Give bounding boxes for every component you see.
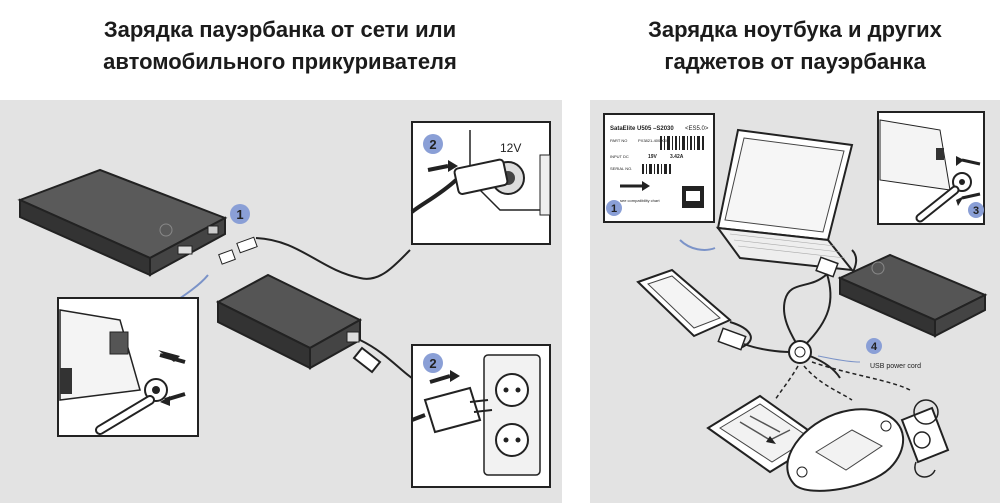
- usb-cable-reel-illustration: [717, 256, 841, 379]
- powerbank-right-illustration: [837, 253, 988, 338]
- step-badge-2-wall: 2: [423, 353, 443, 373]
- svg-text:SERIAL NO.: SERIAL NO.: [610, 166, 632, 171]
- left-caption: Зарядка пауэрбанка от сети или автомобил…: [0, 14, 560, 78]
- svg-text:4: 4: [871, 341, 878, 353]
- svg-text:12V: 12V: [500, 141, 521, 155]
- step-badge-1: 1: [230, 204, 250, 224]
- usb-power-cord-callout: 4 USB power cord: [817, 338, 921, 370]
- left-caption-line-2: автомобильного прикуривателя: [103, 49, 457, 74]
- inset-car-socket: 12V 2: [410, 121, 551, 245]
- laptop-illustration: [715, 128, 858, 281]
- right-caption-line-2: гаджетов от пауэрбанка: [664, 49, 926, 74]
- svg-text:1: 1: [611, 203, 617, 215]
- svg-text:3.42A: 3.42A: [670, 154, 684, 160]
- inset-wall-outlet: 2: [411, 344, 551, 488]
- left-caption-line-1: Зарядка пауэрбанка от сети или: [103, 17, 457, 42]
- svg-text:2: 2: [429, 356, 436, 371]
- right-illustration: SataElite U505 –S2030 <ES5.0> PART NO PX…: [603, 111, 988, 492]
- right-illustration-panel: SataElite U505 –S2030 <ES5.0> PART NO PX…: [590, 100, 1000, 503]
- label-to-laptop-arrow-icon: [679, 239, 716, 251]
- svg-text:3: 3: [973, 205, 979, 217]
- svg-text:see compatibility chart: see compatibility chart: [620, 198, 660, 203]
- smartphone-illustration: [636, 268, 752, 349]
- game-console-illustration: [786, 408, 904, 492]
- svg-text:<ES5.0>: <ES5.0>: [685, 126, 709, 132]
- gadget-arrows: [774, 361, 911, 401]
- laptop-label-card: SataElite U505 –S2030 <ES5.0> PART NO PX…: [603, 113, 715, 223]
- inset-laptop-port: 3: [877, 111, 985, 225]
- right-caption: Зарядка ноутбука и других гаджетов от па…: [590, 14, 1000, 78]
- step-badge-3: 3: [968, 202, 984, 218]
- left-illustration: 1 12V: [17, 121, 551, 488]
- step-badge-2-car: 2: [423, 134, 443, 154]
- ac-adapter-illustration: [215, 273, 413, 379]
- powerbank-illustration: [17, 168, 228, 277]
- barcode-graphic: [642, 136, 704, 174]
- adapter-plug-illustration: [218, 236, 411, 280]
- right-caption-line-1: Зарядка ноутбука и других: [648, 17, 942, 42]
- svg-text:PX3821-400000: PX3821-400000: [638, 138, 668, 143]
- svg-text:USB power cord: USB power cord: [870, 363, 921, 370]
- left-illustration-panel: 1 12V: [0, 100, 562, 503]
- svg-text:2: 2: [429, 137, 436, 152]
- svg-text:PART NO: PART NO: [610, 138, 627, 143]
- svg-text:INPUT DC: INPUT DC: [610, 154, 629, 159]
- svg-text:19V: 19V: [648, 154, 658, 160]
- step-badge-4: 4: [866, 338, 882, 354]
- step-badge-1-right: 1: [606, 200, 622, 216]
- svg-text:1: 1: [236, 207, 243, 222]
- music-player-illustration: [900, 399, 950, 478]
- inset-port-closeup: [57, 297, 199, 437]
- svg-text:SataElite U505 –S2030: SataElite U505 –S2030: [610, 126, 674, 132]
